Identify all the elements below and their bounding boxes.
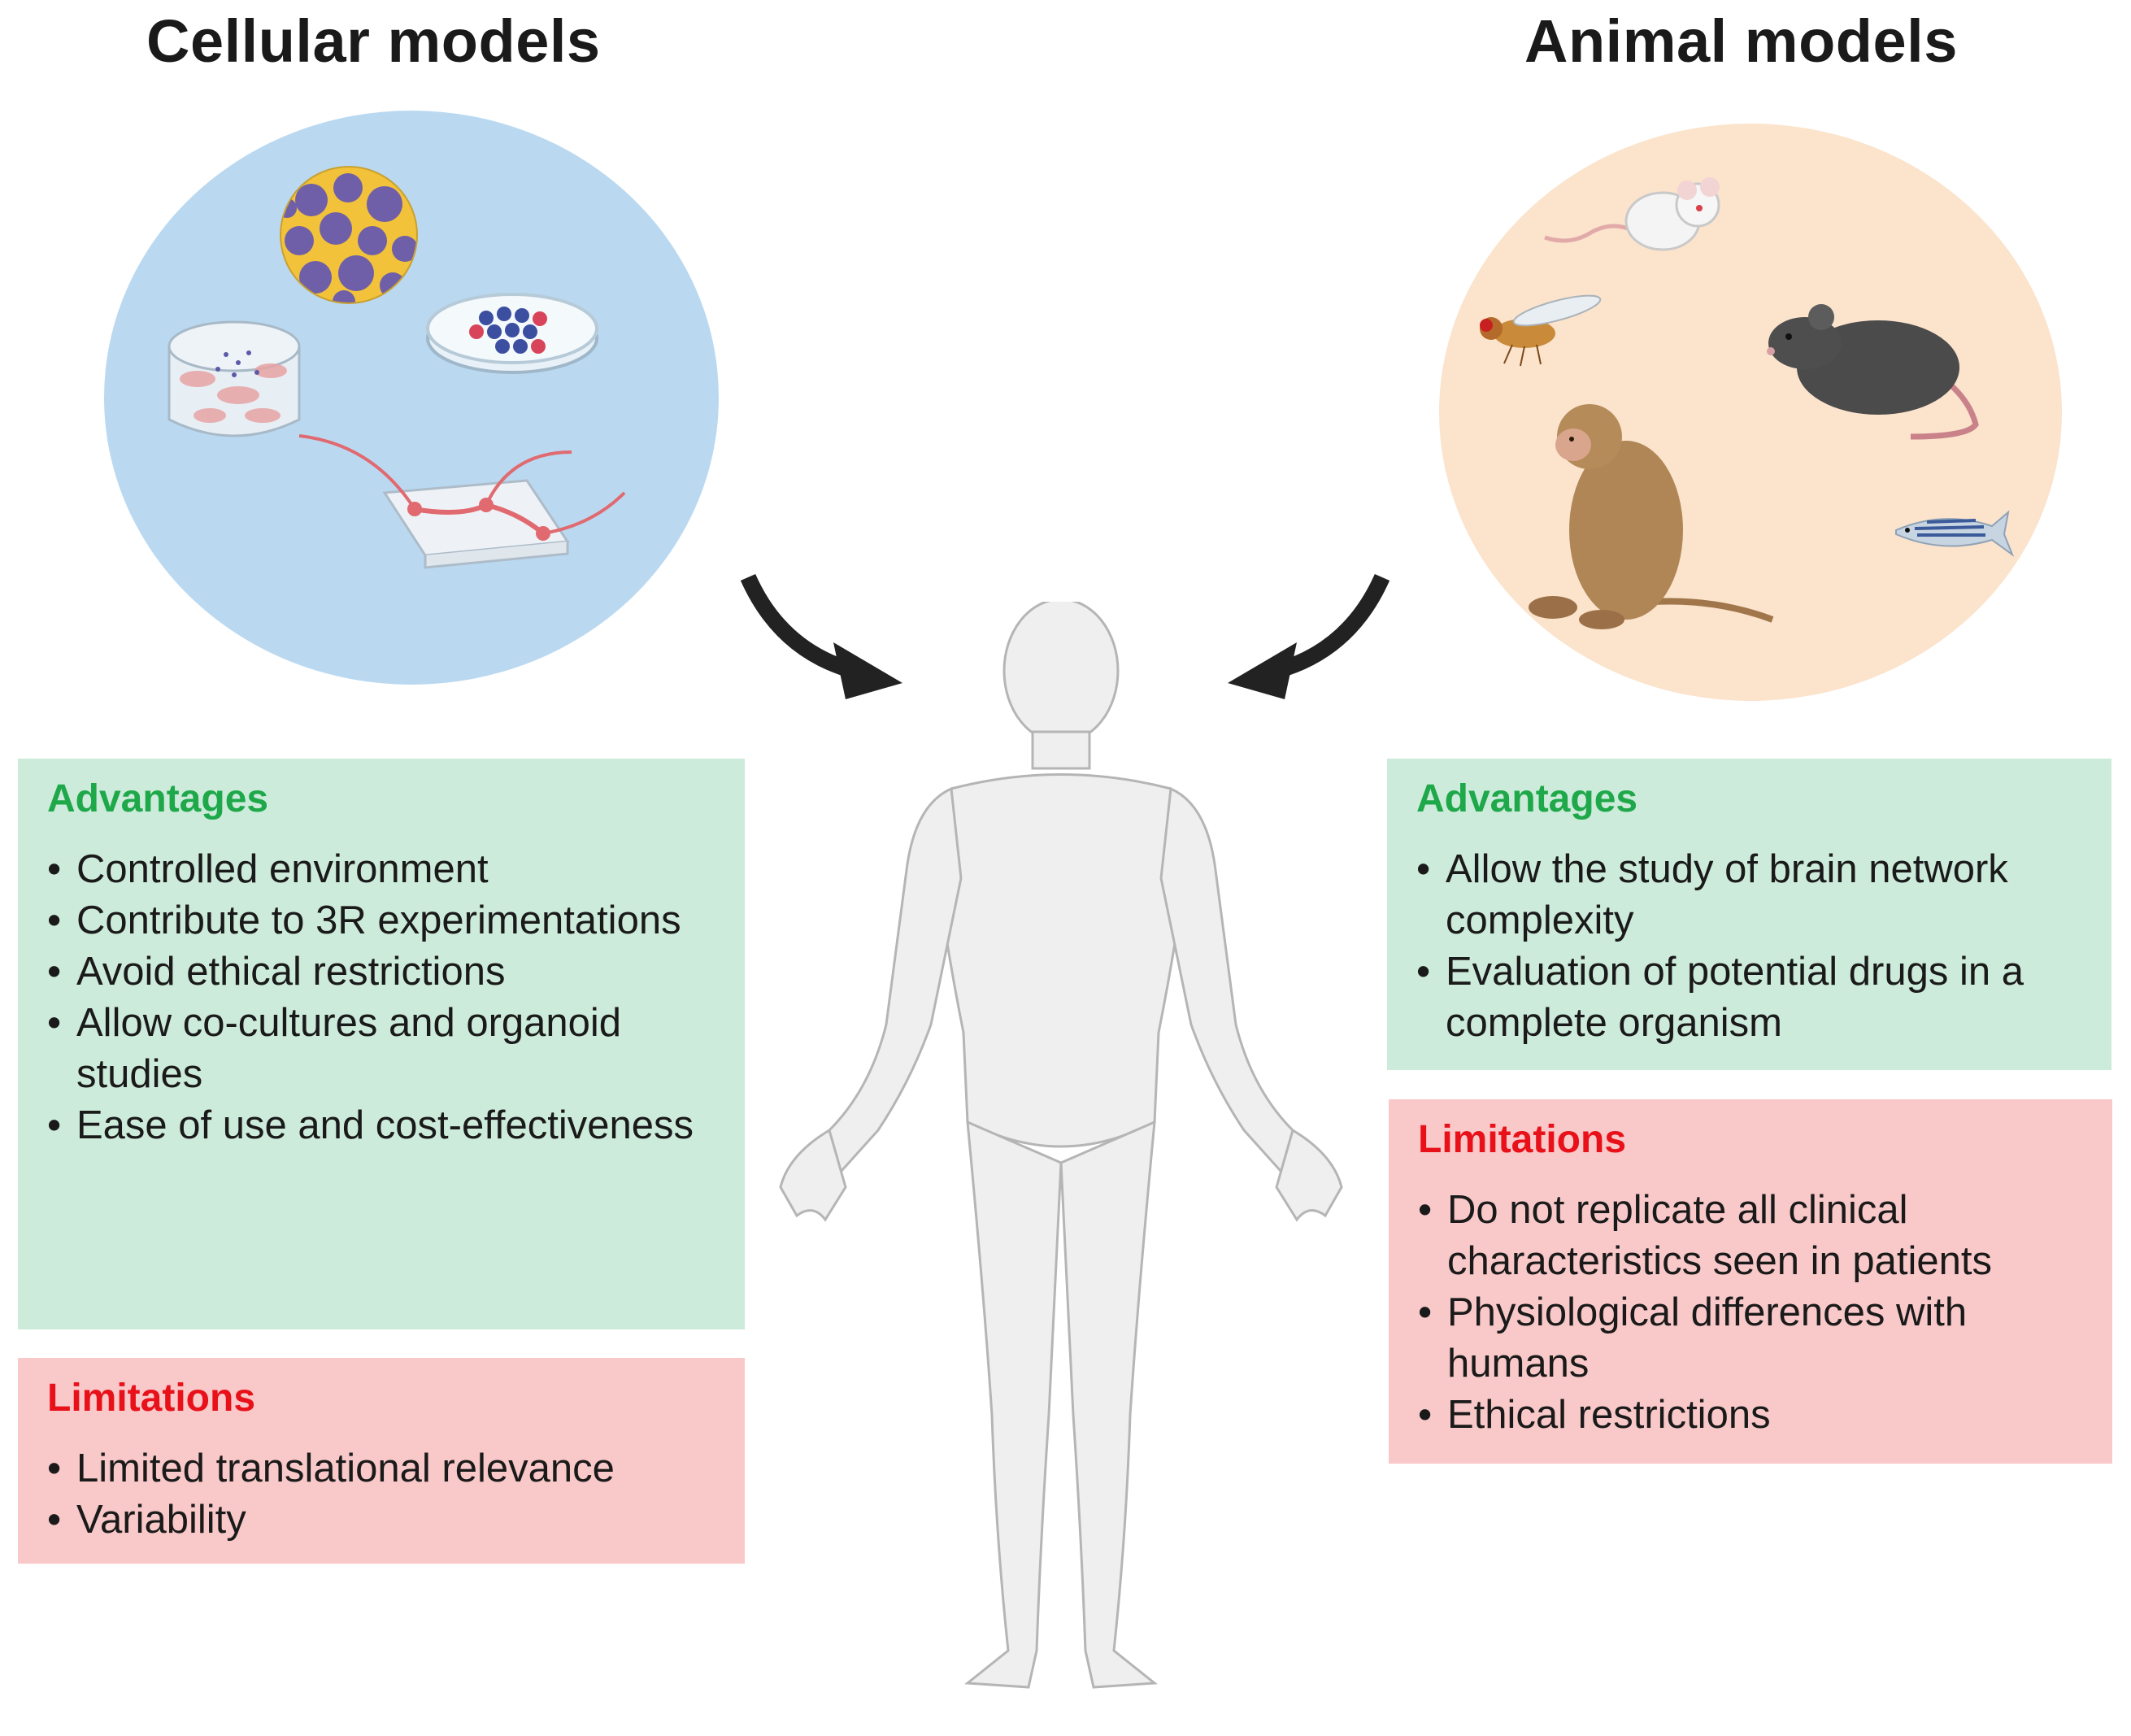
animal-limitations-heading: Limitations <box>1418 1118 1627 1161</box>
arrow-cellular-to-human <box>740 573 902 699</box>
rat-icon <box>1767 304 1979 440</box>
mouse-icon <box>1544 177 1720 251</box>
animal-limitations-list: Do not replicate all clinical characteri… <box>1418 1185 2083 1441</box>
3d-cell-culture-icon <box>167 320 301 437</box>
list-item: Limited translational relevance <box>47 1443 715 1495</box>
list-item: Evaluation of potential drugs in a compl… <box>1416 946 2082 1049</box>
cellular-limitations-heading: Limitations <box>47 1377 256 1420</box>
arrow-animal-to-human <box>1228 573 1390 699</box>
zebrafish-icon <box>1895 510 2015 557</box>
animal-illustrations <box>1480 177 2015 629</box>
list-item: Do not replicate all clinical characteri… <box>1418 1185 2083 1287</box>
animal-advantages-heading: Advantages <box>1416 777 1638 820</box>
cellular-illustrations <box>167 166 626 569</box>
fruit-fly-icon <box>1480 294 1602 367</box>
list-item: Allow co-cultures and organoid studies <box>47 998 715 1100</box>
list-item: Ethical restrictions <box>1418 1390 2083 1441</box>
monkey-icon <box>1529 404 1774 629</box>
cellular-advantages-list: Controlled environment Contribute to 3R … <box>47 844 715 1151</box>
list-item: Ease of use and cost-effectiveness <box>47 1100 715 1151</box>
petri-dish-icon <box>426 293 598 374</box>
human-body-icon <box>779 602 1343 1689</box>
organoid-sphere-icon <box>280 166 418 304</box>
cellular-limitations-list: Limited translational relevance Variabil… <box>47 1443 715 1546</box>
animal-models-title: Animal models <box>1524 7 1958 75</box>
animal-advantages-box: Advantages Allow the study of brain netw… <box>1387 759 2111 1070</box>
list-item: Allow the study of brain network complex… <box>1416 844 2082 946</box>
cellular-limitations-box: Limitations Limited translational releva… <box>18 1358 745 1564</box>
cellular-advantages-box: Advantages Controlled environment Contri… <box>18 759 745 1329</box>
animal-advantages-list: Allow the study of brain network complex… <box>1416 844 2082 1049</box>
list-item: Avoid ethical restrictions <box>47 946 715 998</box>
list-item: Physiological differences with humans <box>1418 1287 2083 1390</box>
list-item: Controlled environment <box>47 844 715 895</box>
cellular-models-title: Cellular models <box>146 7 601 75</box>
list-item: Contribute to 3R experimentations <box>47 895 715 946</box>
animal-limitations-box: Limitations Do not replicate all clinica… <box>1389 1099 2112 1464</box>
list-item: Variability <box>47 1495 715 1546</box>
cellular-advantages-heading: Advantages <box>47 777 269 820</box>
organ-on-chip-icon <box>298 434 626 569</box>
